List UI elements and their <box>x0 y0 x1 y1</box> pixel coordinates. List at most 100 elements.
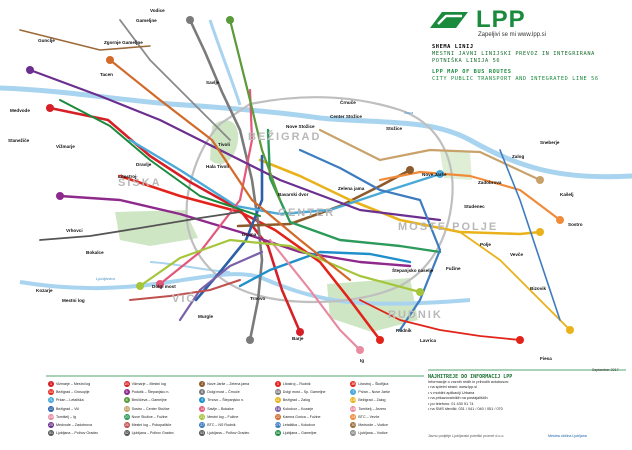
place-label: Drama <box>242 232 257 237</box>
place-label: Zgornje Gameljne <box>104 40 143 45</box>
title-en-heading: LPP MAP OF BUS ROUTES <box>432 69 512 75</box>
terminus-marker[interactable] <box>106 56 114 64</box>
terminus-marker[interactable] <box>296 328 304 336</box>
route-number-badge: 27K <box>274 422 282 429</box>
legend-label: Bežigrad – Grosuplje <box>56 390 90 395</box>
terminus-marker[interactable] <box>566 326 574 334</box>
place-label: Gameljne <box>136 18 157 23</box>
terminus-marker[interactable] <box>556 216 564 224</box>
terminus-marker[interactable] <box>406 166 414 174</box>
terminus-marker[interactable] <box>536 228 544 236</box>
place-label: Vrhovci <box>66 228 83 233</box>
route-line-26 <box>129 279 241 301</box>
legend-label: Ljubljana – Vodice <box>358 431 388 436</box>
terminus-marker[interactable] <box>26 66 34 74</box>
route-line-56 <box>59 99 261 217</box>
route-number-badge: 56 <box>274 430 281 437</box>
district-label: VIČ <box>172 292 196 305</box>
terminus-marker[interactable] <box>56 192 64 200</box>
terminus-marker[interactable] <box>46 104 54 112</box>
route-line-9 <box>238 250 412 288</box>
info-box: NAJHITREJE DO INFORMACIJ LPP Informacije… <box>428 374 624 448</box>
legend-label: Mestni log – Fužine <box>207 414 239 419</box>
terminus-marker[interactable] <box>156 280 164 288</box>
route-line-27k <box>499 149 561 321</box>
river-ljubljanica <box>19 272 471 306</box>
route-number-badge: 11 <box>274 397 281 404</box>
terminus-marker[interactable] <box>416 288 424 296</box>
legend-label: Letališka – Kolodvor <box>282 423 316 428</box>
footer-lpp: Javno podjetje Ljubljanski potniški prom… <box>428 434 505 438</box>
route-line-14 <box>158 88 254 286</box>
terminus-marker[interactable] <box>536 176 544 184</box>
place-label: Tacen <box>100 72 113 77</box>
place-label: Vevče <box>510 252 523 257</box>
terminus-marker[interactable] <box>226 16 234 24</box>
terminus-marker[interactable] <box>516 336 524 344</box>
place-label: Kozarje <box>36 288 53 293</box>
legend-label: Ljubljana – Polhov Gradec <box>207 431 250 436</box>
legend-label: Kamna Gorica – Fužine <box>282 414 321 419</box>
place-label: Litostroj <box>118 174 136 179</box>
terminus-marker[interactable] <box>376 336 384 344</box>
park-area <box>115 210 198 246</box>
route-line-6 <box>188 18 264 342</box>
route-line-13 <box>318 128 542 182</box>
place-label: Savlje <box>206 80 220 85</box>
lpp-logo-icon <box>430 12 468 28</box>
legend-label: Dolgi most – Črnuče <box>207 390 240 395</box>
terminus-marker[interactable] <box>136 282 144 290</box>
map-title-block: SHEMA LINIJ MESTNI JAVNI LINIJSKI PREVOZ… <box>432 44 628 83</box>
place-label: Sostro <box>568 222 583 227</box>
place-label: Barje <box>292 336 304 341</box>
terminus-marker[interactable] <box>246 336 254 344</box>
legend-label: Bežigrad – Zalog <box>358 398 386 403</box>
place-label: Črnuče <box>340 99 356 105</box>
info-lines: Informacije o voznih redih in prihodih a… <box>428 380 624 412</box>
route-line-60 <box>119 19 231 141</box>
district-label: ŠIŠKA <box>118 176 162 189</box>
route-number-badge: 26 <box>123 422 130 429</box>
place-label: Sneberje <box>540 140 560 145</box>
legend-label: Sostro – Center Stožice <box>131 406 170 411</box>
river-label: Ljubljanica <box>96 276 116 281</box>
map-date: September 2017 <box>592 368 619 372</box>
terminus-marker[interactable] <box>436 170 444 178</box>
terminus-marker[interactable] <box>186 16 194 24</box>
place-label: Zalog <box>512 154 524 159</box>
route-line-19 <box>268 238 362 352</box>
route-line-11b <box>459 231 571 331</box>
district-label: MOSTE POLJE <box>398 221 498 233</box>
route-line-3 <box>118 174 382 342</box>
info-line: Informacije o voznih redih in prihodih a… <box>428 380 510 384</box>
info-line: • na SMS številki: 031 / 041 / 040 / 051… <box>428 407 503 412</box>
route-line-21 <box>138 238 422 294</box>
route-number-badge: 2 <box>199 381 206 388</box>
route-line-24 <box>378 170 562 222</box>
route-number-badge: 7L <box>48 397 54 404</box>
place-label: Nove Jarše <box>422 172 447 177</box>
route-number-badge: 5 <box>123 389 130 396</box>
park-area <box>210 120 239 164</box>
info-footer: Javno podjetje Ljubljanski potniški prom… <box>428 430 624 446</box>
route-number-badge: 60 <box>350 430 357 437</box>
brand-url[interactable]: Zapeljivi se mi www.lpp.si <box>478 32 547 38</box>
legend-label: Dolgi most – Sp. Gameljne <box>282 390 326 395</box>
place-label: Bizovik <box>530 286 547 291</box>
district-label: BEŽIGRAD <box>248 130 321 143</box>
river-north <box>208 19 242 106</box>
terminus-marker[interactable] <box>356 346 364 354</box>
title-sl-heading: SHEMA LINIJ <box>432 44 474 50</box>
route-line-22 <box>108 58 352 282</box>
